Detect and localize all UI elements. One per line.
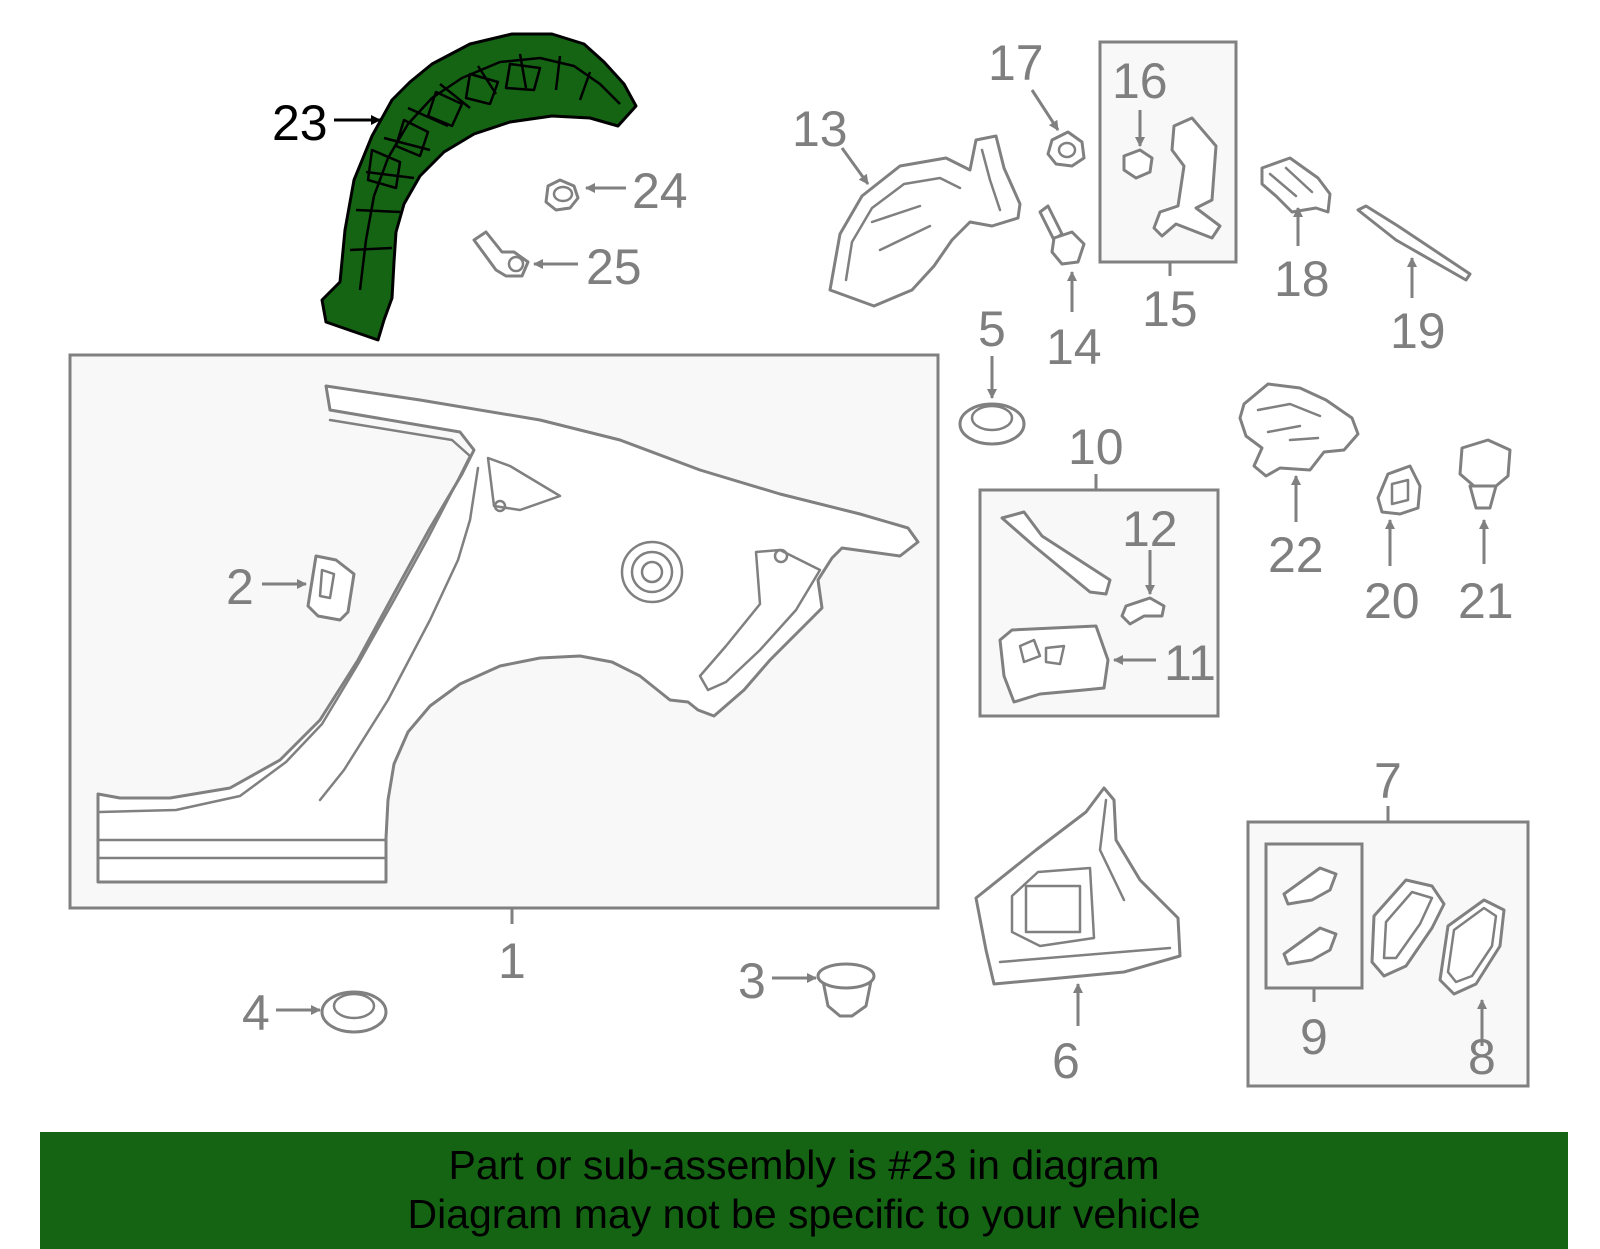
part-13-fuel-filler-housing[interactable]: [828, 134, 1022, 308]
label-10: 10: [1068, 419, 1124, 475]
label-19: 19: [1390, 303, 1446, 359]
label-3: 3: [738, 953, 766, 1009]
label-7: 7: [1374, 753, 1402, 809]
label-8: 8: [1468, 1029, 1496, 1085]
part-12-clip[interactable]: [1120, 596, 1166, 626]
part-20-bracket[interactable]: [1376, 464, 1422, 516]
part-8-cover[interactable]: [1438, 898, 1506, 996]
part-10-rail[interactable]: [1000, 510, 1112, 596]
label-17: 17: [988, 35, 1044, 91]
part-6-inner-panel[interactable]: [974, 786, 1182, 986]
part-9-pads[interactable]: [1282, 866, 1338, 966]
label-23: 23: [272, 95, 328, 151]
part-2-bracket[interactable]: [306, 554, 356, 622]
part-23-wheelhouse-liner[interactable]: [320, 32, 638, 342]
part-24-nut[interactable]: [544, 178, 580, 212]
part-4-grommet[interactable]: [320, 990, 388, 1034]
label-22: 22: [1268, 527, 1324, 583]
label-1: 1: [498, 933, 526, 989]
part-1-quarter-panel[interactable]: [96, 384, 920, 884]
label-5: 5: [978, 301, 1006, 357]
part-9-box: [1264, 842, 1364, 990]
label-21: 21: [1458, 573, 1514, 629]
part-17-nut[interactable]: [1046, 130, 1086, 168]
label-18: 18: [1274, 251, 1330, 307]
label-14: 14: [1046, 319, 1102, 375]
part-18-actuator[interactable]: [1260, 156, 1332, 214]
part-22-bracket[interactable]: [1238, 382, 1360, 478]
banner-line-1: Part or sub-assembly is #23 in diagram: [448, 1142, 1160, 1188]
part-7-bracket[interactable]: [1370, 878, 1446, 978]
label-12: 12: [1122, 501, 1178, 557]
label-20: 20: [1364, 573, 1420, 629]
label-25: 25: [586, 239, 642, 295]
label-9: 9: [1300, 1009, 1328, 1065]
label-16: 16: [1112, 53, 1168, 109]
banner-line-2: Diagram may not be specific to your vehi…: [407, 1191, 1201, 1237]
label-2: 2: [226, 559, 254, 615]
label-15: 15: [1142, 281, 1198, 337]
part-19-cable[interactable]: [1356, 204, 1472, 282]
part-11-gusset[interactable]: [998, 624, 1110, 704]
info-banner: Part or sub-assembly is #23 in diagram D…: [40, 1132, 1568, 1249]
part-21-bumper[interactable]: [1458, 438, 1512, 510]
part-15-bracket[interactable]: [1152, 116, 1222, 240]
label-11: 11: [1164, 635, 1216, 691]
part-25-clip[interactable]: [472, 230, 530, 278]
label-13: 13: [792, 101, 848, 157]
part-3-plug[interactable]: [816, 962, 876, 1018]
label-4: 4: [242, 985, 270, 1041]
part-5-grommet[interactable]: [958, 402, 1026, 446]
label-24: 24: [632, 163, 688, 219]
part-16-clip[interactable]: [1122, 148, 1154, 180]
label-6: 6: [1052, 1033, 1080, 1089]
part-14-bolt[interactable]: [1038, 204, 1086, 266]
